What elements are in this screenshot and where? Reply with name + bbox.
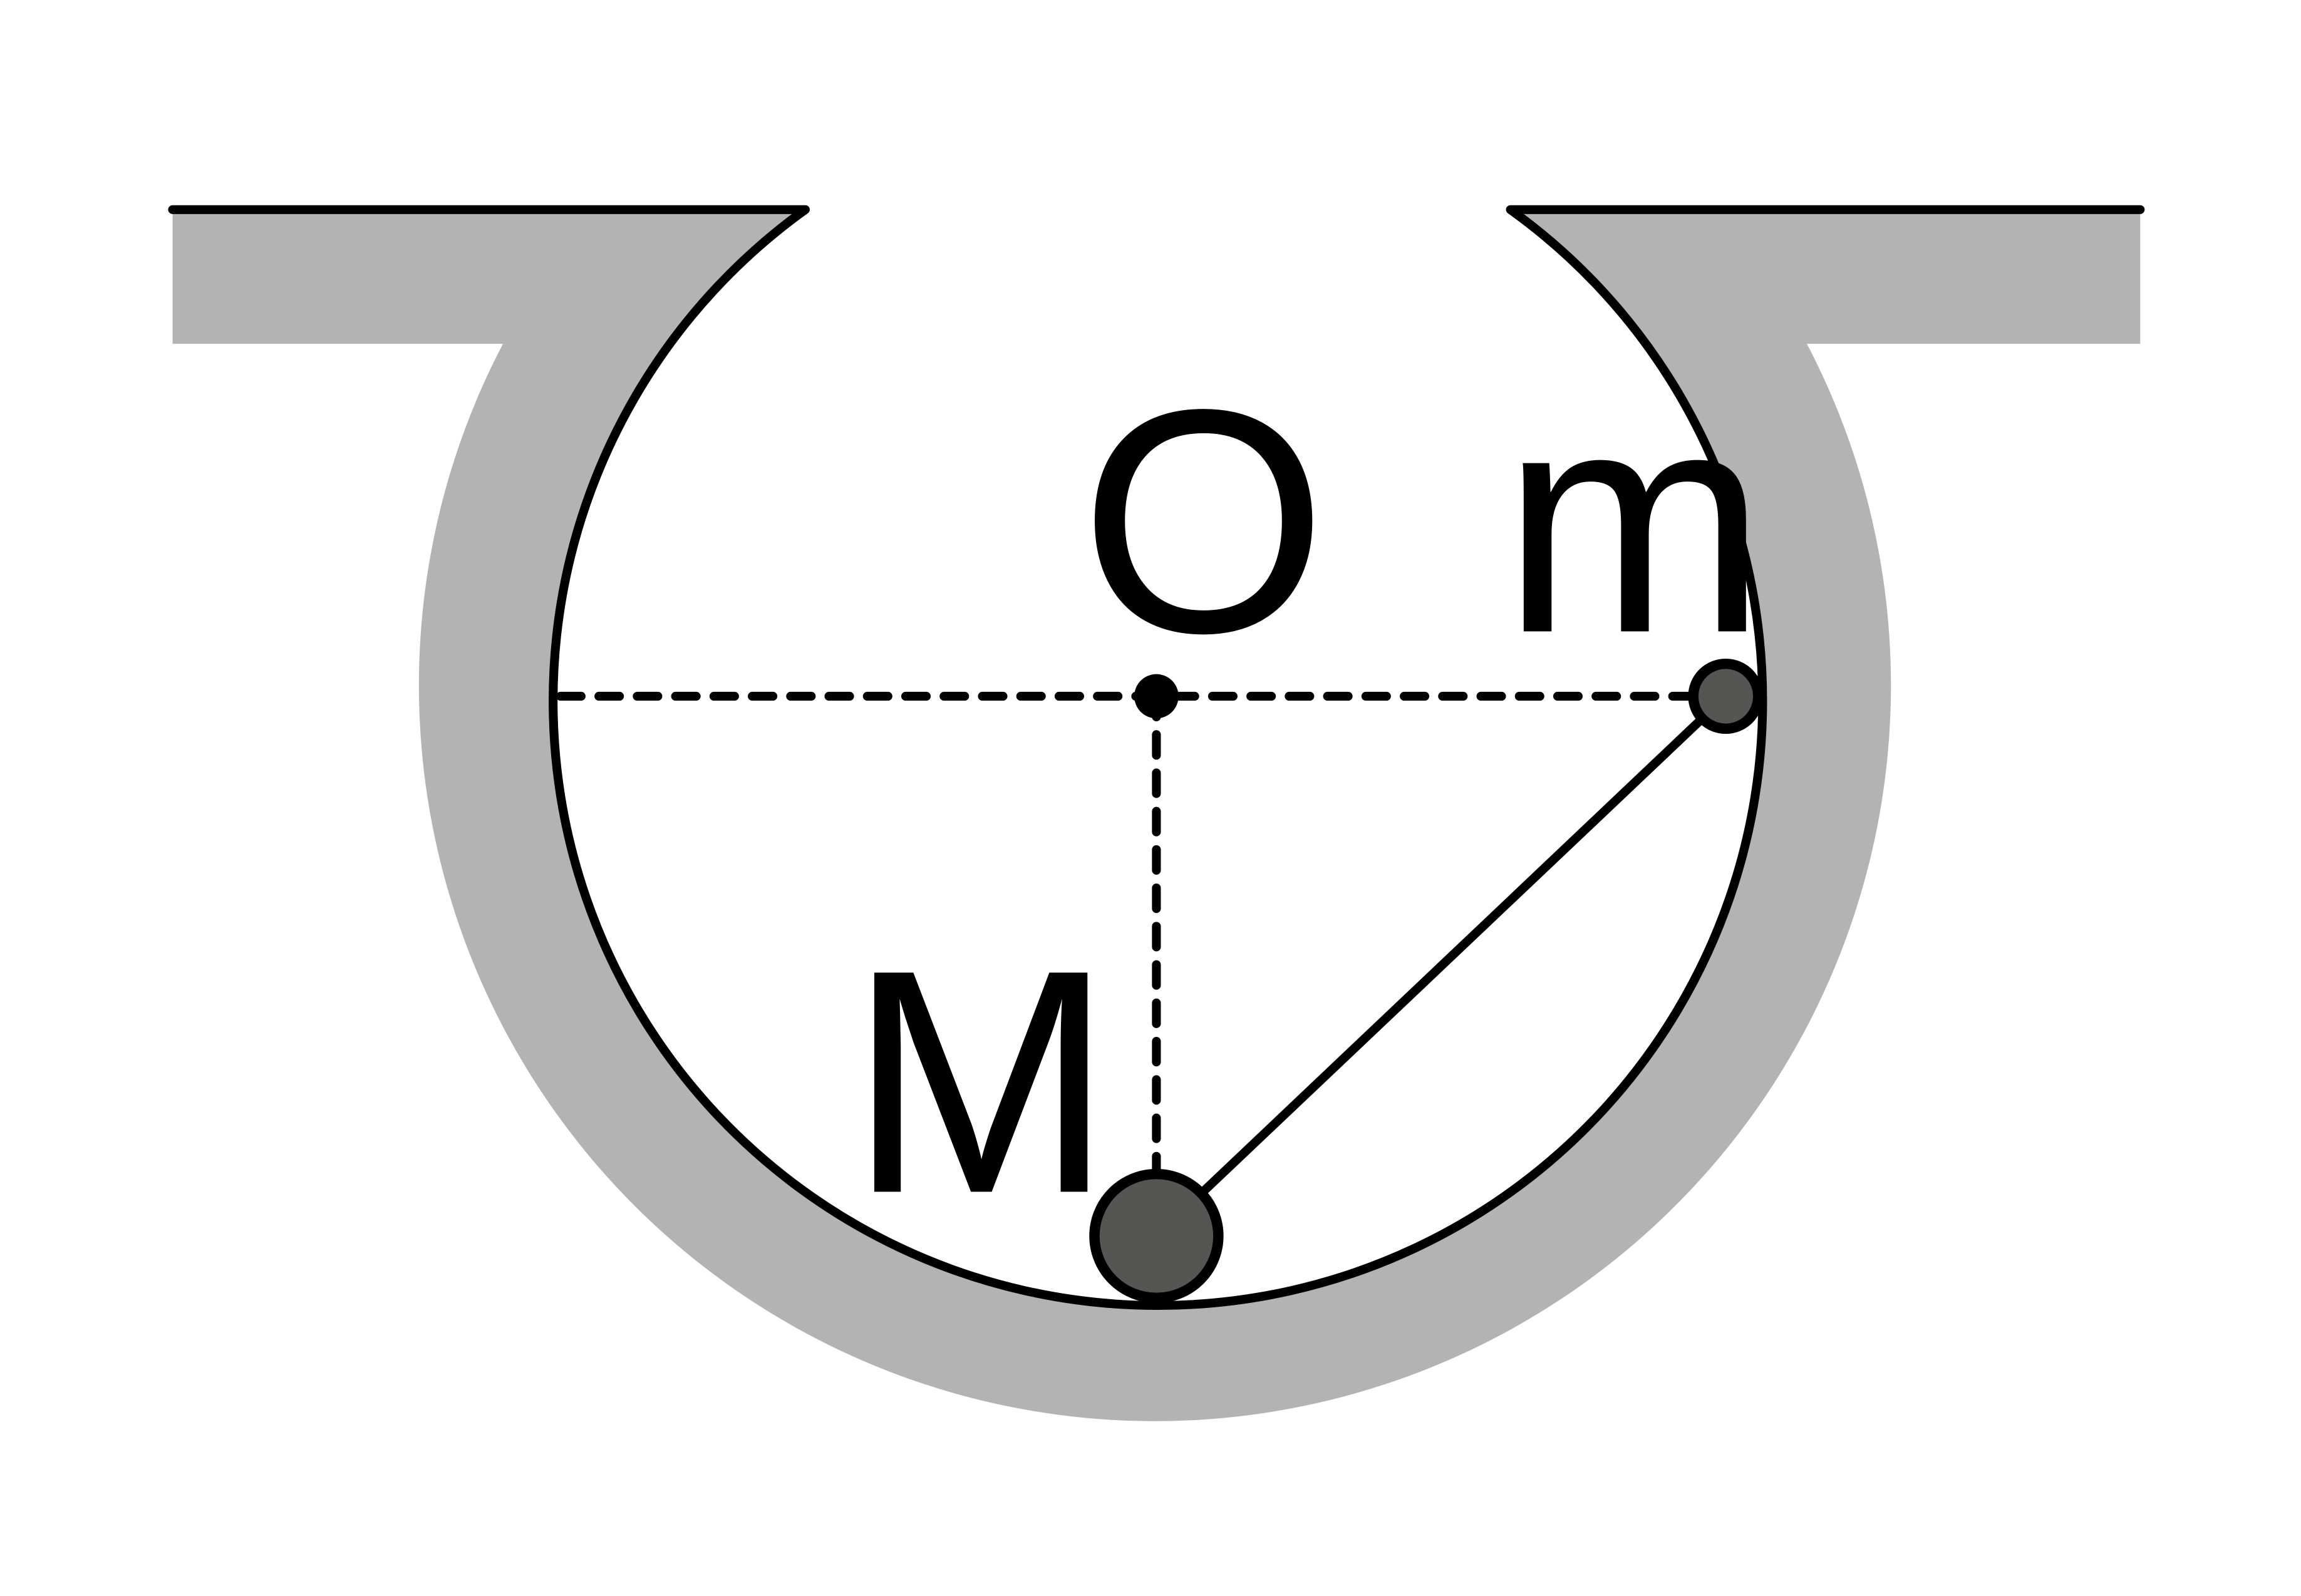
label-small-mass-m: m — [1502, 342, 1767, 699]
large-mass — [1089, 1168, 1224, 1304]
inner-surface-arc — [549, 206, 1767, 1310]
label-center-o: O — [1080, 342, 1328, 699]
center-point — [1134, 674, 1179, 719]
groove-body — [172, 209, 2141, 1421]
small-mass — [1688, 658, 1764, 734]
connecting-rod — [1153, 692, 1729, 1240]
label-large-mass-m: M — [848, 903, 1114, 1259]
